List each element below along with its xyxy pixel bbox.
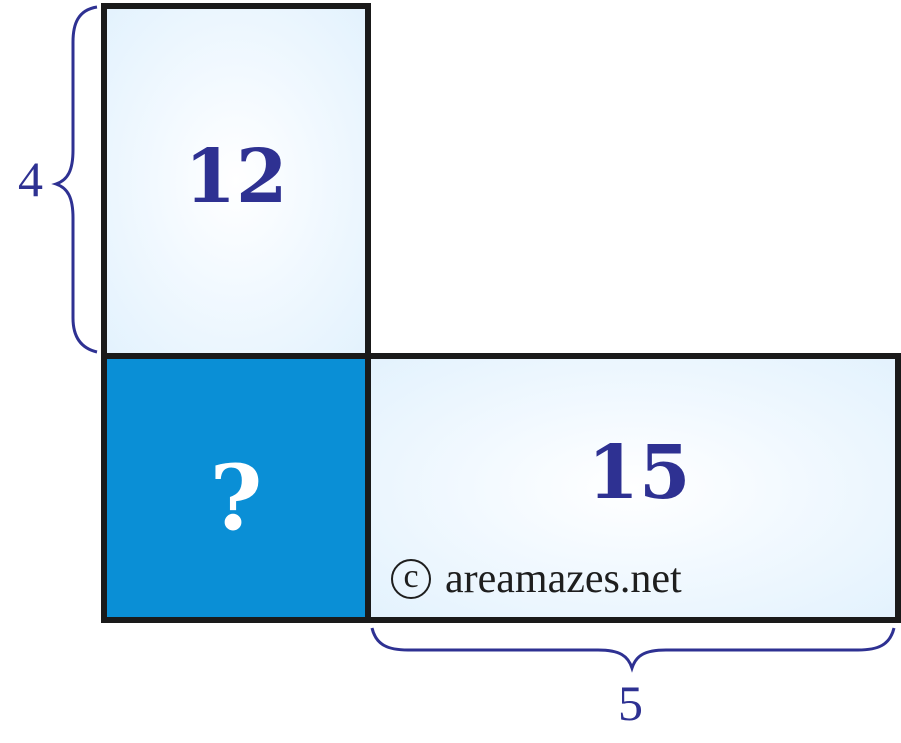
- dimension-label-left: 4: [18, 151, 43, 207]
- left-brace: [51, 5, 98, 354]
- area-cell-bottom-right: 15: [365, 353, 901, 623]
- bottom-brace: [370, 627, 896, 673]
- unknown-area-mark: ?: [209, 445, 263, 551]
- area-cell-top-left: 12: [101, 3, 371, 359]
- copyright-icon: c: [391, 559, 431, 599]
- area-value-top-left: 12: [184, 134, 288, 220]
- area-value-bottom-right: 15: [587, 430, 691, 516]
- dimension-label-bottom: 5: [618, 675, 643, 731]
- watermark-text: areamazes.net: [445, 556, 682, 602]
- copyright-watermark: c areamazes.net: [391, 555, 682, 603]
- area-cell-unknown: ?: [101, 353, 371, 623]
